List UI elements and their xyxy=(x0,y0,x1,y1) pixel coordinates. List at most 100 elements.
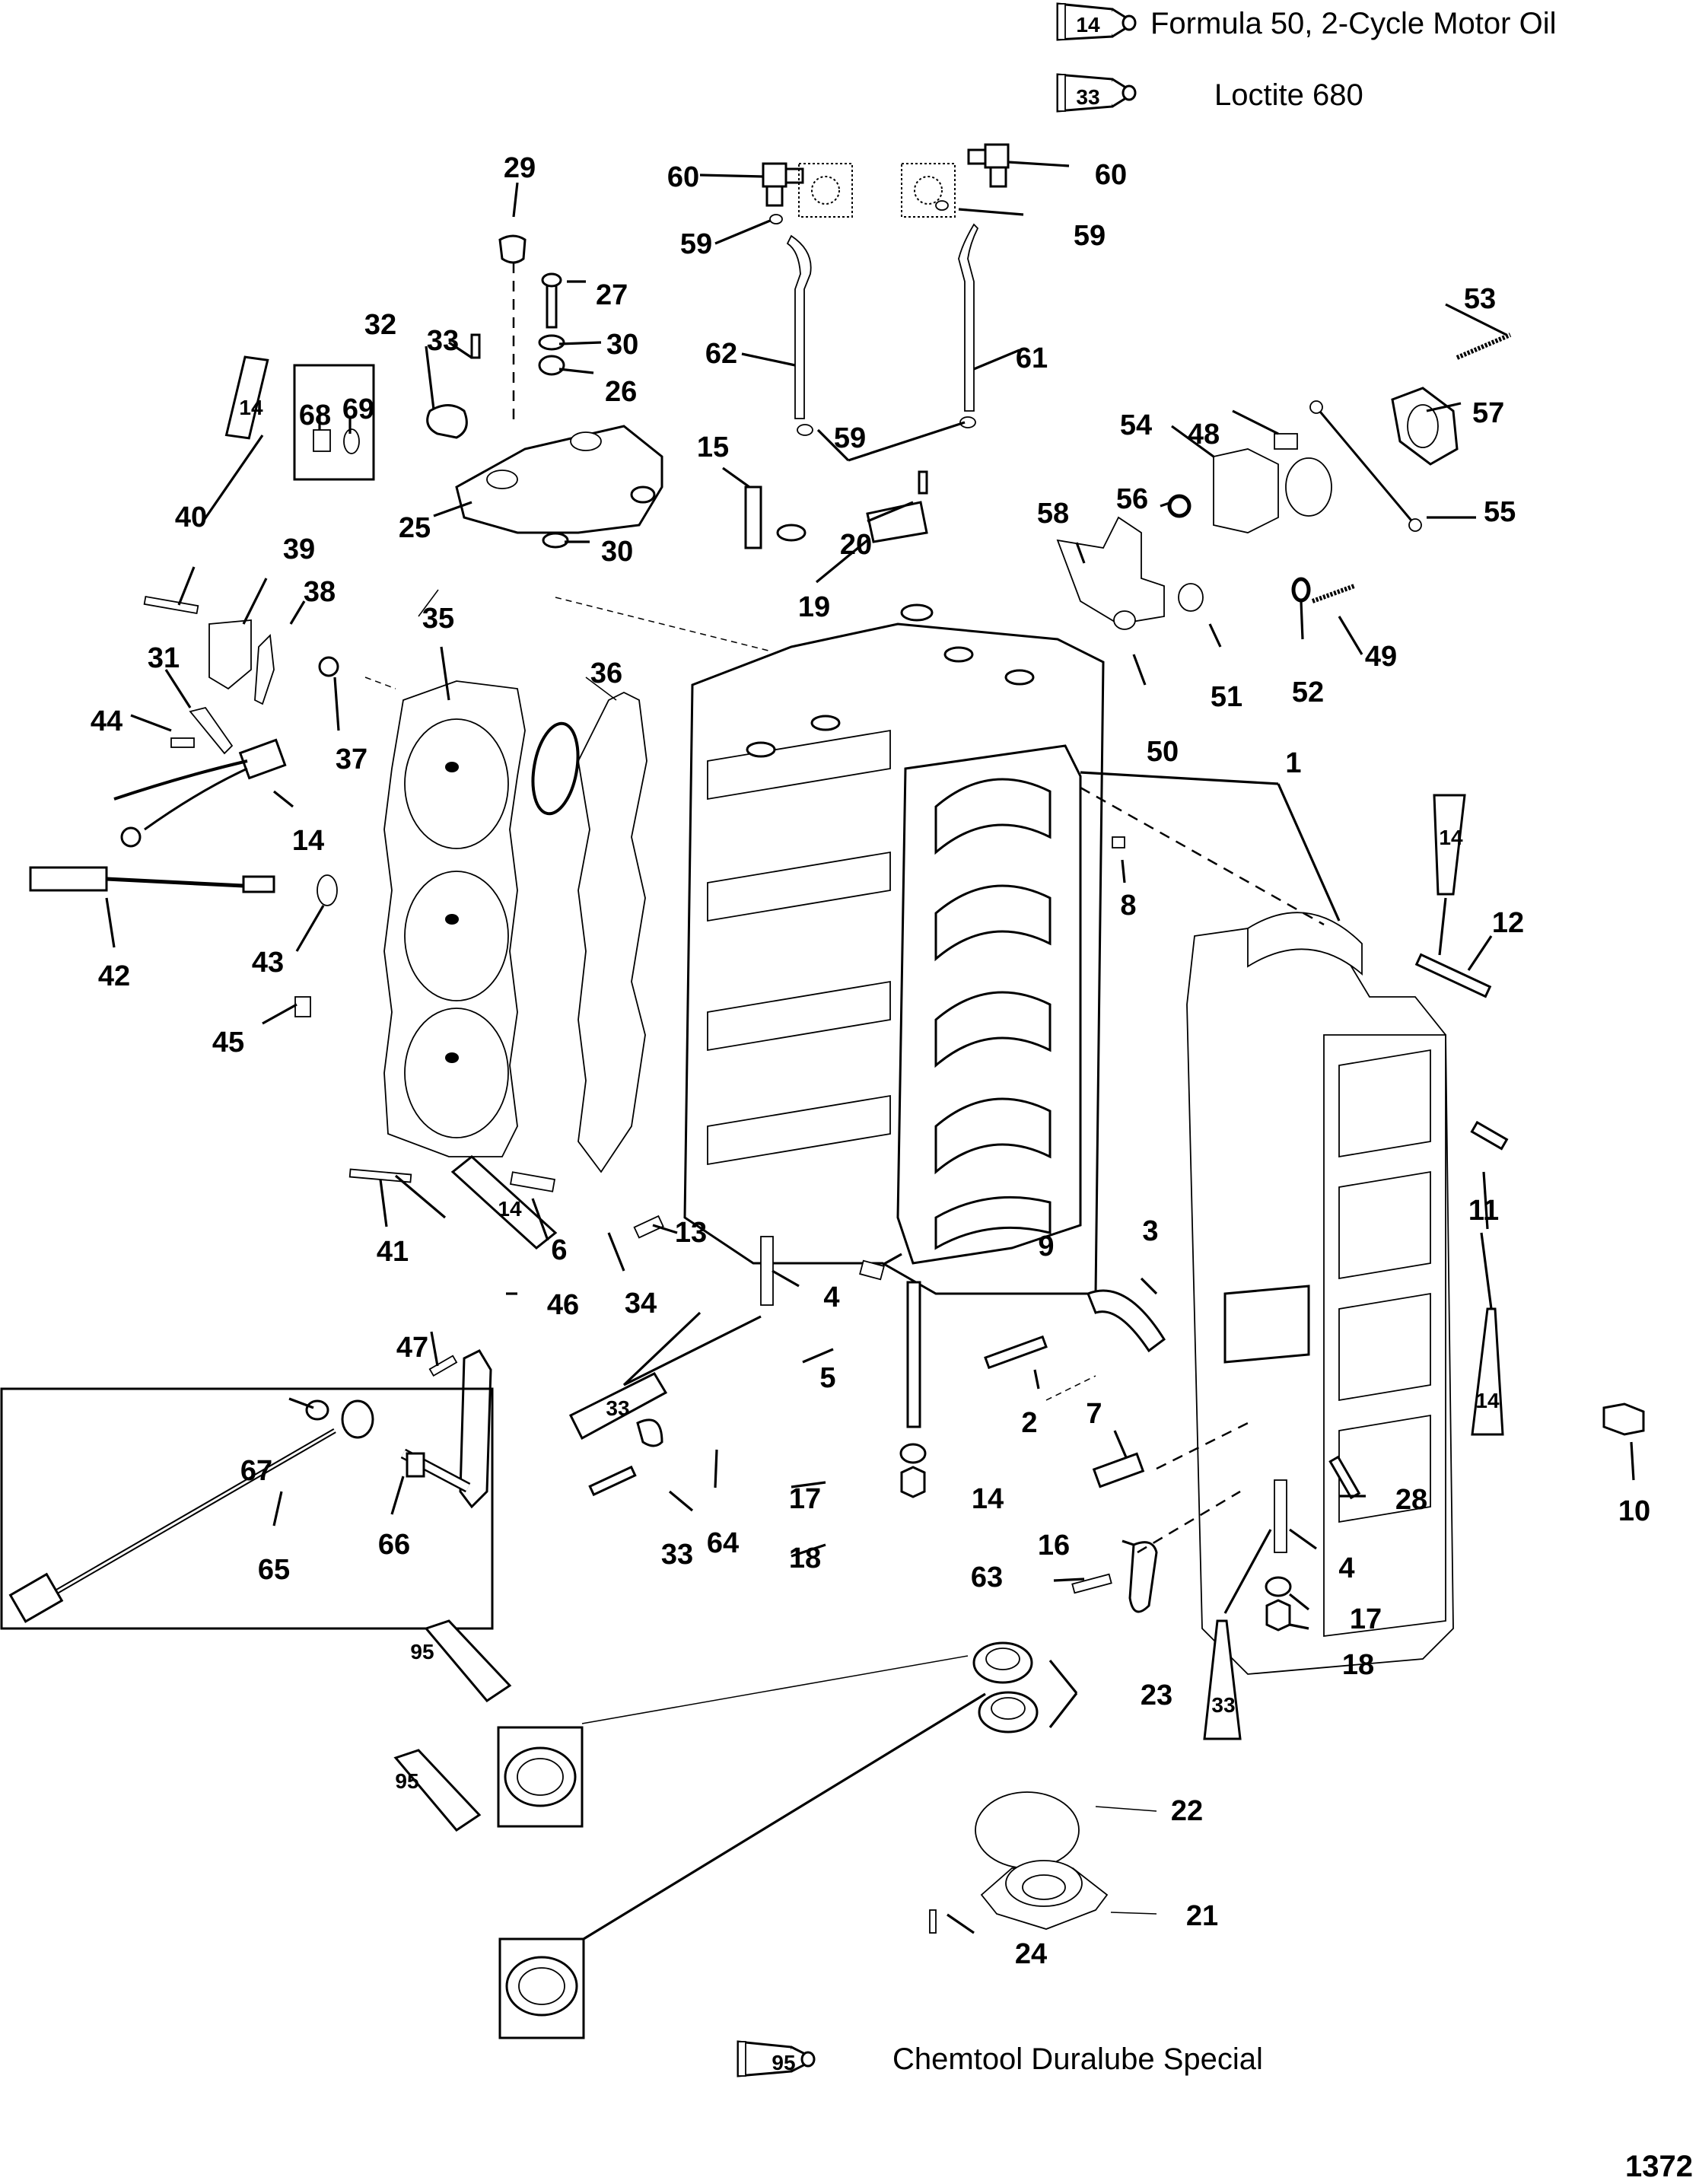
valve-ghosted xyxy=(798,163,956,218)
screen-37 xyxy=(318,656,339,677)
main-bearing-saddles xyxy=(934,778,1052,1250)
callout-62: 62 xyxy=(705,338,737,370)
legend-code: 14 xyxy=(1076,13,1100,37)
callout-31: 31 xyxy=(148,642,180,674)
plug-68 xyxy=(313,429,331,452)
callout-26: 26 xyxy=(605,376,637,408)
flange-57 xyxy=(1391,387,1459,466)
screw-53 xyxy=(1456,333,1512,360)
callout-22: 22 xyxy=(1171,1795,1203,1827)
sealant-tube-14-near-11: 14 xyxy=(1471,1307,1504,1436)
callout-16: 16 xyxy=(1038,1530,1070,1562)
bracket-31 xyxy=(189,706,234,755)
callout-41: 41 xyxy=(377,1236,409,1268)
callout-69: 69 xyxy=(342,393,374,425)
callout-51: 51 xyxy=(1211,681,1242,713)
sealant-tube-14-near-12: 14 xyxy=(1433,794,1466,896)
sensor-15 xyxy=(744,486,762,549)
callout-labels: 29 27 30 26 30 32 33 25 68 69 60 60 59 5… xyxy=(91,152,1650,1970)
legend-item-formula-50: 14 Formula 50, 2-Cycle Motor Oil xyxy=(1056,2,1556,41)
washer-69 xyxy=(343,428,360,454)
callout-55: 55 xyxy=(1484,496,1516,528)
callout-63: 63 xyxy=(971,1562,1003,1593)
o-ring-22 xyxy=(975,1791,1080,1869)
inset-box-65-67 xyxy=(0,1387,494,1630)
callout-56: 56 xyxy=(1116,483,1148,515)
legend-code: 95 xyxy=(772,2051,795,2074)
svg-text:95: 95 xyxy=(395,1769,418,1793)
callout-52: 52 xyxy=(1292,677,1324,708)
combustion-chamber-1 xyxy=(404,718,509,849)
callout-32: 32 xyxy=(364,309,396,341)
callout-54: 54 xyxy=(1120,409,1152,441)
bleed-cover-25 xyxy=(455,425,663,534)
callout-43: 43 xyxy=(252,947,284,979)
bushing-51 xyxy=(1178,583,1204,612)
svg-text:14: 14 xyxy=(1475,1389,1500,1412)
bolt-63 xyxy=(1071,1573,1112,1594)
callout-59: 59 xyxy=(834,422,866,454)
legend-item-loctite-680: 33 Loctite 680 xyxy=(1056,73,1363,113)
nut-18-center xyxy=(900,1466,926,1498)
svg-text:95: 95 xyxy=(410,1640,434,1663)
callout-23: 23 xyxy=(1141,1679,1172,1711)
callout-46: 46 xyxy=(547,1289,579,1321)
svg-text:33: 33 xyxy=(1211,1693,1235,1717)
callout-33: 33 xyxy=(661,1539,693,1571)
callout-45: 45 xyxy=(212,1027,244,1059)
sealant-tube-95-upper: 95 xyxy=(410,1619,512,1702)
combustion-chamber-3 xyxy=(404,1008,509,1138)
elbow-fitting-60-right xyxy=(967,143,1010,188)
screw-44 xyxy=(170,737,195,748)
stud-4-left xyxy=(760,1236,774,1306)
sealant-tube-icon: 33 xyxy=(1056,73,1137,113)
seal-23-lower xyxy=(978,1691,1039,1734)
callout-37: 37 xyxy=(336,743,367,775)
figure-number: 1372 xyxy=(1625,2150,1693,2183)
knock-sensor-65 xyxy=(8,1399,374,1623)
callout-42: 42 xyxy=(98,960,130,992)
callout-49: 49 xyxy=(1365,641,1397,673)
sealant-tube-14-near-41: 14 xyxy=(450,1155,558,1250)
callout-15: 15 xyxy=(697,431,729,463)
callout-33: 33 xyxy=(427,325,459,357)
callout-14: 14 xyxy=(972,1483,1004,1515)
sealant-tube-33-center: 33 xyxy=(568,1372,668,1441)
grommet-10 xyxy=(1602,1402,1645,1436)
dowel-pin xyxy=(509,1171,556,1192)
callout-1: 1 xyxy=(1285,747,1301,779)
hose-61 xyxy=(958,223,979,412)
callout-28: 28 xyxy=(1395,1484,1427,1516)
seal-enlarged-lower xyxy=(505,1956,578,2017)
clamp-64 xyxy=(636,1418,663,1447)
svg-text:33: 33 xyxy=(606,1396,629,1420)
callout-59: 59 xyxy=(1074,220,1106,252)
callout-40: 40 xyxy=(175,501,207,533)
combustion-chamber-2 xyxy=(404,871,509,1001)
callout-5: 5 xyxy=(819,1362,835,1394)
bolt-11 xyxy=(1470,1120,1509,1151)
callout-18: 18 xyxy=(1342,1649,1374,1681)
callout-8: 8 xyxy=(1120,890,1136,922)
sealant-tube-95-lower: 95 xyxy=(393,1749,482,1832)
clamp-3 xyxy=(1087,1289,1166,1353)
bolt-12 xyxy=(1414,953,1492,998)
legend-item-chemtool-duralube: 95 Chemtool Duralube Special xyxy=(737,2040,1263,2077)
callout-29: 29 xyxy=(504,152,536,184)
callout-68: 68 xyxy=(299,400,331,431)
washer-52 xyxy=(1291,577,1311,603)
callout-60: 60 xyxy=(1095,159,1127,191)
block-bosses xyxy=(746,524,1035,758)
sensor-7 xyxy=(1092,1452,1145,1488)
callout-39: 39 xyxy=(283,533,315,565)
callout-24: 24 xyxy=(1015,1938,1047,1970)
harness-42 xyxy=(29,866,275,893)
callout-67: 67 xyxy=(240,1455,272,1487)
elbow-fitting-60-left xyxy=(762,162,804,207)
grommet-29 xyxy=(498,234,527,264)
hose-62 xyxy=(786,234,812,419)
callout-20: 20 xyxy=(840,529,872,561)
callout-57: 57 xyxy=(1472,397,1504,429)
dowel-9 xyxy=(859,1259,885,1281)
